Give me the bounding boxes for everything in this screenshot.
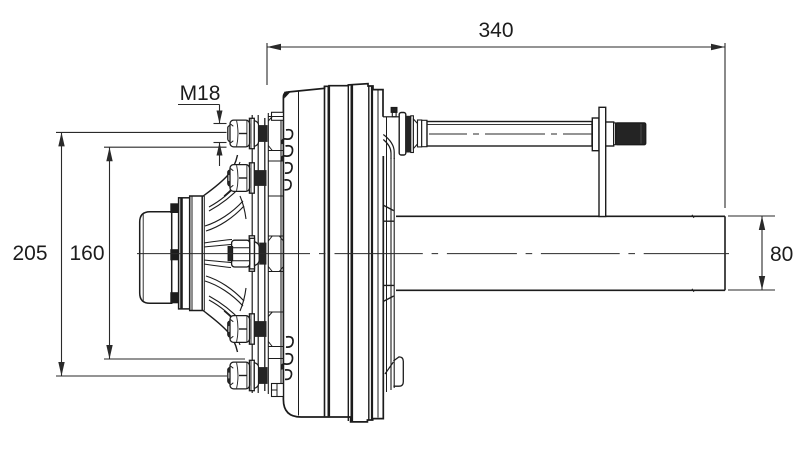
svg-text:160: 160 — [69, 242, 104, 265]
svg-text:80: 80 — [770, 243, 793, 266]
svg-text:205: 205 — [12, 242, 47, 265]
svg-text:340: 340 — [478, 19, 513, 42]
svg-text:M18: M18 — [180, 82, 221, 105]
